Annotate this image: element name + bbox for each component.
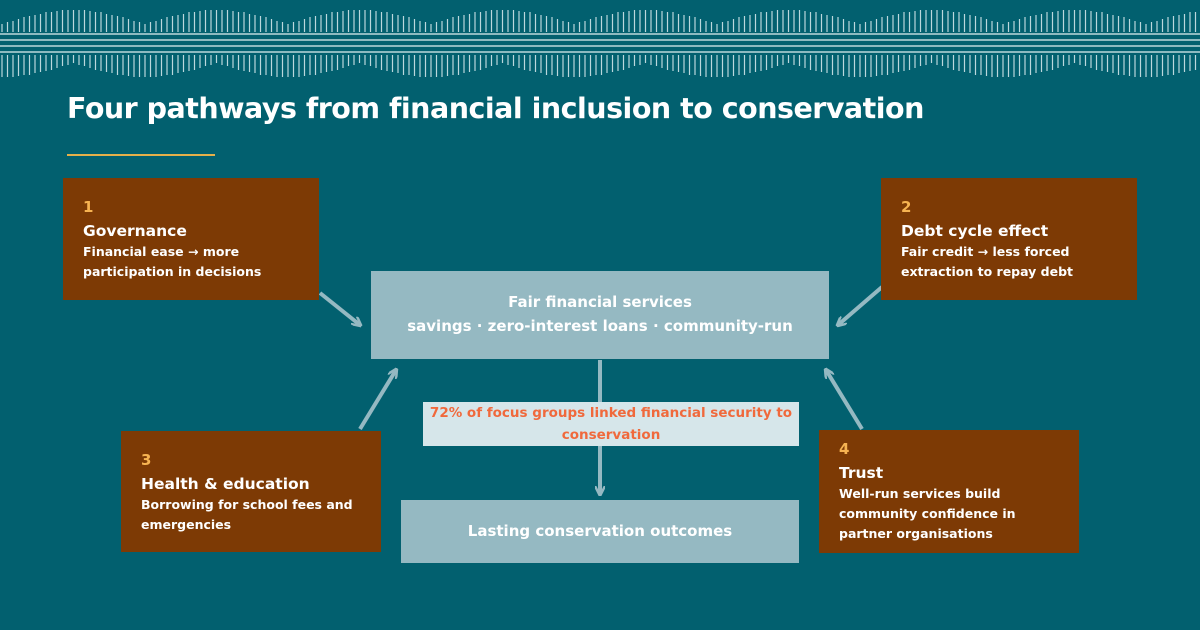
arrow-debt-to-center xyxy=(838,285,884,325)
pathway-description-line: Fair credit → less forced xyxy=(901,244,1070,259)
pathway-box-health-education: 3 Health & education Borrowing for schoo… xyxy=(121,431,381,552)
pathway-box-trust: 4 Trust Well-run services build communit… xyxy=(819,430,1079,553)
stat-callout: 72% of focus groups linked financial sec… xyxy=(423,402,799,446)
pathway-title: Health & education xyxy=(141,475,310,493)
arrow-governance-to-center xyxy=(318,291,360,325)
pathway-description: Well-run services build community confid… xyxy=(839,484,1061,544)
pathway-description-line: extraction to repay debt xyxy=(901,264,1074,279)
pathway-number: 4 xyxy=(839,440,850,458)
center-box-title: Fair financial services xyxy=(508,293,692,311)
pathway-box-debt-cycle: 2 Debt cycle effect Fair credit → less f… xyxy=(881,178,1137,300)
arrow-trust-to-center xyxy=(826,370,864,431)
arrow-health-to-center xyxy=(358,370,396,431)
pathway-box-governance: 1 Governance Financial ease → more parti… xyxy=(63,178,319,300)
pathway-description-line: emergencies xyxy=(141,517,232,532)
pathway-description-line: Borrowing for school fees and xyxy=(141,497,353,512)
pathway-description: Fair credit → less forced extraction to … xyxy=(901,242,1119,282)
title-underline xyxy=(67,154,215,156)
pathway-description-line: partner organisations xyxy=(839,526,993,541)
page-title: Four pathways from financial inclusion t… xyxy=(67,92,924,125)
pathway-description-line: Financial ease → more xyxy=(83,244,240,259)
pathway-description-line: participation in decisions xyxy=(83,264,262,279)
pathway-description-line: Well-run services build xyxy=(839,486,1001,501)
pathway-number: 1 xyxy=(83,198,94,216)
pathway-number: 3 xyxy=(141,451,152,469)
center-box-fair-financial-services: Fair financial services savings · zero-i… xyxy=(371,271,829,359)
pathway-title: Debt cycle effect xyxy=(901,222,1049,240)
pathway-description: Borrowing for school fees and emergencie… xyxy=(141,495,363,535)
outcome-box: Lasting conservation outcomes xyxy=(401,500,799,563)
center-box-subtitle: savings · zero-interest loans · communit… xyxy=(407,317,793,335)
pathway-title: Governance xyxy=(83,222,187,240)
pathway-title: Trust xyxy=(839,464,884,482)
pathway-description-line: community confidence in xyxy=(839,506,1016,521)
pathway-description: Financial ease → more participation in d… xyxy=(83,242,301,282)
decorative-header-pattern xyxy=(0,10,1200,77)
pathway-number: 2 xyxy=(901,198,912,216)
